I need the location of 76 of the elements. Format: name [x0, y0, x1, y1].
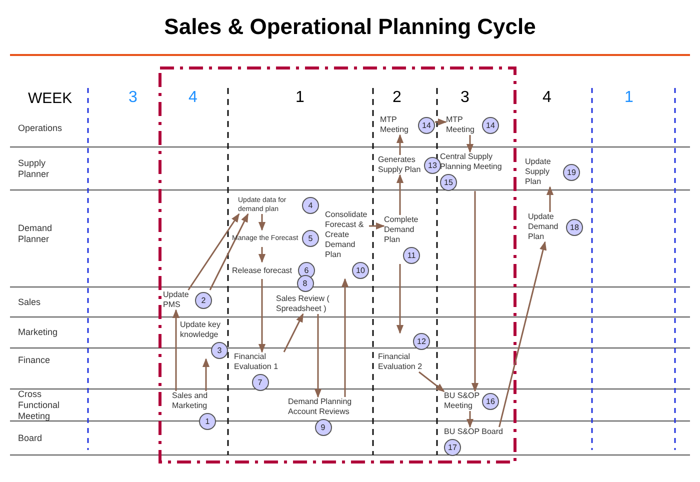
- step-number-circle: 11: [403, 247, 420, 264]
- week-number: 1: [296, 89, 304, 107]
- step-number-circle: 6: [298, 262, 315, 279]
- step-label: Update PMS: [163, 290, 190, 310]
- week-number: 3: [460, 89, 470, 107]
- step-label: Demand Planning Account Reviews: [288, 397, 353, 417]
- lane-label: Demand Planner: [18, 223, 54, 245]
- arrow: [258, 214, 266, 231]
- step-number-circle: 3: [211, 342, 228, 359]
- step-label: Sales Review ( Spreadsheet ): [276, 294, 330, 314]
- step-number-circle: 14: [482, 116, 499, 134]
- step-number-circle: 16: [482, 392, 499, 410]
- step-number-circle: 7: [252, 374, 268, 391]
- step-label: Update Supply Plan: [525, 157, 552, 187]
- step-label: Update key knowledge: [180, 320, 222, 340]
- arrow: [418, 371, 445, 392]
- lane-label: Marketing: [18, 327, 58, 338]
- arrow: [396, 264, 404, 334]
- arrow: [369, 222, 385, 230]
- step-number-circle: 10: [352, 262, 369, 279]
- week-number: 2: [392, 89, 402, 107]
- lane-label: Finance: [18, 355, 50, 366]
- arrow: [209, 213, 249, 290]
- arrow: [172, 309, 180, 391]
- step-number-circle: 15: [440, 174, 457, 191]
- step-label: Sales and Marketing: [172, 391, 209, 411]
- step-number-circle: 1: [199, 413, 216, 430]
- step-label: Release forecast: [232, 266, 294, 276]
- step-label: Financial Evaluation 1: [234, 352, 280, 372]
- arrow: [341, 278, 349, 397]
- arrow: [435, 118, 447, 126]
- step-label: BU S&OP Meeting: [444, 391, 480, 411]
- lane-label: Cross Functional Meeting: [18, 389, 61, 422]
- step-number-circle: 12: [413, 333, 430, 350]
- step-label: Financial Evaluation 2: [378, 352, 424, 372]
- step-label: MTP Meeting: [446, 115, 476, 135]
- axis-title: WEEK: [28, 90, 72, 107]
- arrow: [314, 314, 322, 398]
- step-number-circle: 17: [444, 439, 461, 456]
- week-number: 4: [188, 89, 198, 107]
- title: Sales & Operational Planning Cycle: [163, 14, 537, 40]
- arrow: [498, 241, 547, 428]
- arrow: [396, 174, 404, 215]
- step-label: MTP Meeting: [380, 115, 410, 135]
- arrow: [202, 358, 210, 391]
- step-number-circle: 18: [566, 218, 583, 236]
- step-number-circle: 9: [314, 419, 332, 436]
- arrow: [466, 411, 474, 428]
- step-number-circle: 2: [195, 292, 212, 308]
- lane-label: Sales: [18, 297, 41, 308]
- step-label: Consolidate Forecast & Create Demand Plan: [325, 210, 368, 260]
- step-label: BU S&OP Board: [444, 427, 504, 437]
- arrow: [258, 247, 266, 263]
- week-number: 1: [624, 89, 634, 107]
- step-label: Central Supply Planning Meeting: [440, 152, 503, 172]
- week-number: 3: [128, 89, 138, 107]
- step-number-circle: 14: [418, 116, 435, 134]
- arrow: [546, 186, 554, 212]
- arrow: [466, 135, 474, 153]
- step-label: Complete Demand Plan: [384, 215, 420, 245]
- lane-label: Operations: [18, 123, 62, 134]
- lane-label: Supply Planner: [18, 158, 50, 180]
- step-number-circle: 4: [302, 196, 319, 214]
- arrow: [471, 191, 479, 392]
- step-number-circle: 19: [563, 164, 580, 180]
- week-number: 4: [542, 89, 552, 107]
- arrow: [188, 213, 240, 290]
- step-number-circle: 13: [424, 156, 441, 174]
- step-number-circle: 8: [296, 275, 314, 292]
- arrow: [258, 279, 266, 353]
- step-label: Update Demand Plan: [528, 212, 560, 242]
- arrow: [396, 134, 404, 155]
- arrow: [283, 313, 304, 352]
- step-number-circle: 5: [302, 230, 319, 247]
- step-label: Generates Supply Plan: [378, 155, 422, 175]
- lane-label: Board: [18, 433, 42, 444]
